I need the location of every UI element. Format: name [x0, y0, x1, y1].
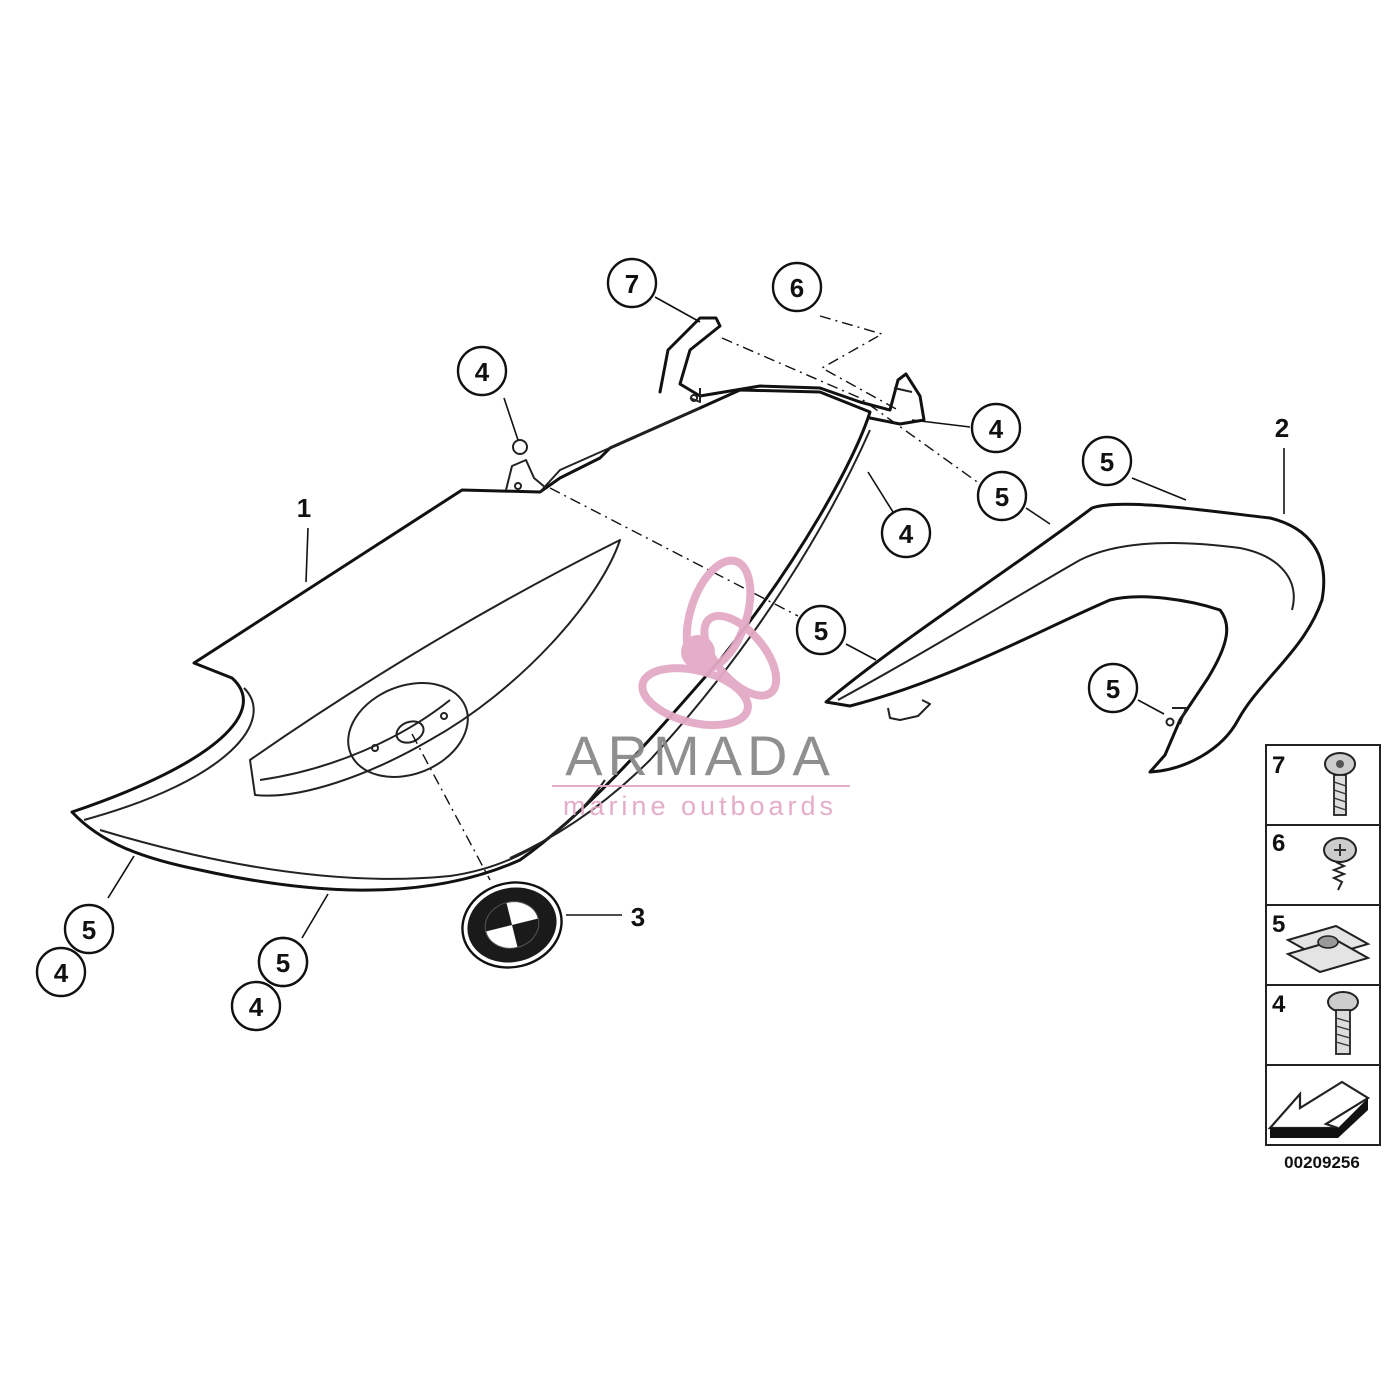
callout-4-edge-label: 4	[899, 519, 914, 549]
callout-6-top: 6	[771, 261, 823, 313]
bmw-roundel-icon	[461, 881, 563, 969]
spring-nut-icon	[1285, 924, 1371, 974]
self-tapping-screw-icon	[1323, 837, 1357, 891]
legend-number-6: 6	[1272, 830, 1285, 857]
callout-7-top: 7	[606, 257, 658, 309]
callout-4-stud: 4	[456, 345, 508, 397]
callout-5-bracket-label: 5	[995, 482, 1009, 512]
callout-6-label: 6	[790, 273, 804, 303]
callout-5-lower-middle-overlay: 5	[257, 936, 309, 988]
part-label-2: 2	[1275, 413, 1289, 443]
panel-edge-strip	[509, 429, 871, 859]
callout-4-lower-middle-label: 4	[249, 992, 264, 1022]
callout-4-stud-label: 4	[475, 357, 490, 387]
callout-4-lower-middle: 4	[230, 980, 282, 1032]
bolt-icon	[1327, 991, 1359, 1055]
side-panel-part-1	[70, 388, 872, 892]
callout-5-panel-center: 5	[795, 604, 847, 656]
callout-5-panel-center-label: 5	[814, 616, 828, 646]
frame-trim-part-2	[824, 502, 1326, 774]
callout-5-bracket: 5	[976, 470, 1028, 522]
callout-4-bracket: 4	[970, 402, 1022, 454]
legend-number-5: 5	[1272, 911, 1285, 938]
callout-4-bracket-label: 4	[989, 414, 1004, 444]
callout-5-lower-left: 5	[63, 903, 115, 955]
callout-4-edge: 4	[880, 507, 932, 559]
part-label-3: 3	[631, 902, 645, 932]
screw-icon	[1324, 752, 1356, 816]
callout-4-lower-left-label: 4	[54, 958, 69, 988]
legend-number-4: 4	[1272, 991, 1286, 1018]
upper-bracket	[658, 316, 926, 426]
callout-5-trim-top-label: 5	[1100, 447, 1114, 477]
watermark: ARMADA marine outboards	[552, 556, 850, 821]
leader-lines	[107, 296, 1285, 939]
callout-5-lower-left-label: 5	[82, 915, 96, 945]
arrow-icon	[1267, 1080, 1371, 1138]
legend-number-7: 7	[1272, 752, 1285, 779]
callout-7-label: 7	[625, 269, 639, 299]
watermark-name: ARMADA	[565, 724, 835, 787]
callout-5-trim-bottom: 5	[1087, 662, 1139, 714]
part-label-1: 1	[297, 493, 311, 523]
callout-4-lower-left: 4	[35, 946, 87, 998]
propeller-icon	[638, 556, 781, 730]
callout-5-lower-middle-overlay-label: 5	[276, 948, 290, 978]
fastener-legend: 7 6 5 4	[1265, 744, 1381, 1146]
diagram-reference-number: 00209256	[1284, 1153, 1360, 1172]
callout-5-trim-bottom-label: 5	[1106, 674, 1120, 704]
watermark-tagline: marine outboards	[563, 791, 837, 821]
callout-5-trim-top: 5	[1081, 435, 1133, 487]
